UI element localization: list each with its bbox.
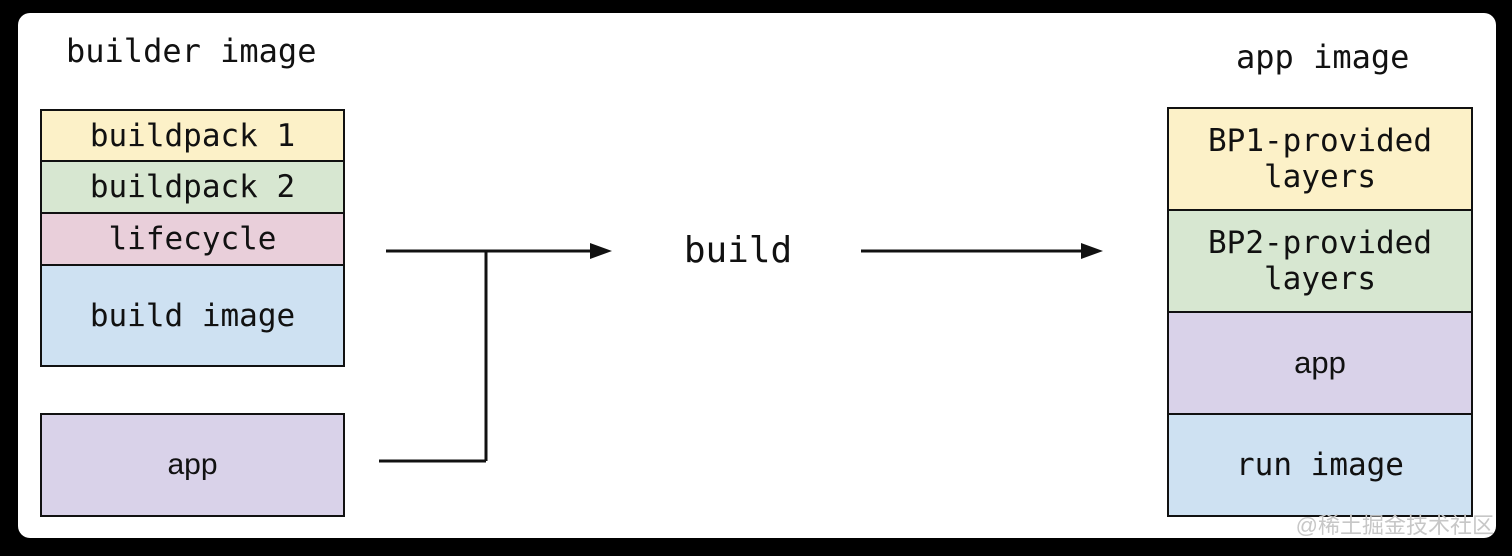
builder-image-stack: buildpack 1 buildpack 2 lifecycle build … xyxy=(40,109,345,367)
builder-layer-build-image: build image xyxy=(40,264,345,367)
app-image-layer-bp1: BP1-provided layers xyxy=(1167,107,1473,211)
app-image-title: app image xyxy=(1236,38,1410,76)
builder-layer-buildpack1: buildpack 1 xyxy=(40,109,345,162)
app-image-layer-bp2: BP2-provided layers xyxy=(1167,209,1473,313)
build-process-label: build xyxy=(683,230,793,271)
app-image-layer-app: app xyxy=(1167,311,1473,415)
app-image-stack: BP1-provided layers BP2-provided layers … xyxy=(1167,107,1473,517)
watermark: @稀土掘金技术社区 xyxy=(1295,513,1494,538)
builder-layer-buildpack2: buildpack 2 xyxy=(40,160,345,214)
builder-image-title: builder image xyxy=(66,32,317,70)
app-source-box: app xyxy=(40,413,345,517)
app-image-layer-run-image: run image xyxy=(1167,413,1473,517)
builder-layer-lifecycle: lifecycle xyxy=(40,212,345,266)
